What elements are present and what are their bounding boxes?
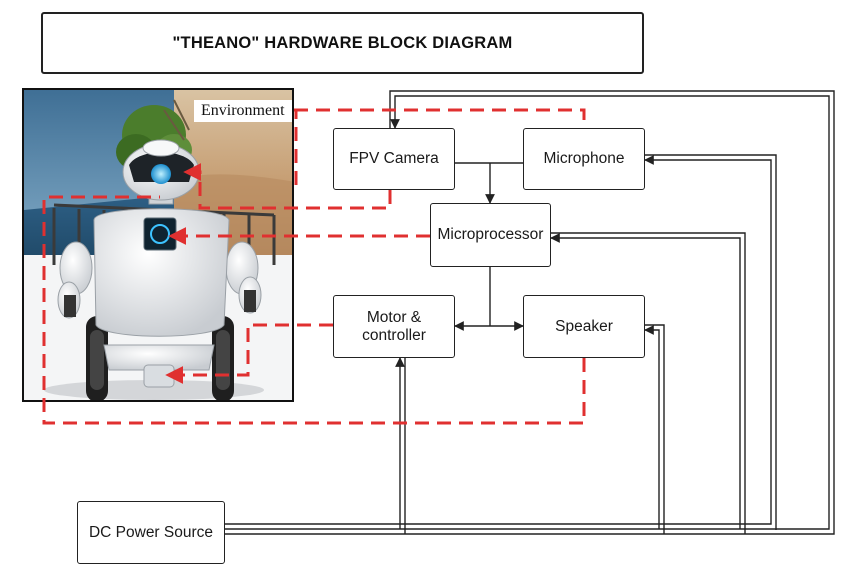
power-line-camera: [225, 95, 830, 530]
microphone-block: Microphone: [523, 128, 645, 190]
robot-illustration: [24, 90, 292, 400]
title-box: "THEANO" HARDWARE BLOCK DIAGRAM: [41, 12, 644, 74]
dc-power-source-label: DC Power Source: [88, 523, 214, 541]
power-line-microprocessor: [550, 233, 741, 529]
robot-head: [122, 139, 200, 201]
motor-label-line2: controller: [362, 326, 426, 344]
microphone-label: Microphone: [543, 150, 625, 168]
camera-eye-icon: [151, 164, 171, 184]
robot-environment-image: Environment: [22, 88, 294, 402]
speaker-label: Speaker: [555, 317, 613, 335]
power-line-microprocessor-inner: [551, 232, 746, 534]
power-line-microphone-inner: [645, 154, 777, 530]
power-line-speaker: [644, 325, 660, 529]
microprocessor-label: Microprocessor: [437, 226, 544, 244]
chest-display: [143, 217, 177, 251]
fpv-camera-block: FPV Camera: [333, 128, 455, 190]
environment-label: Environment: [194, 100, 292, 122]
power-line-microphone: [225, 155, 772, 525]
microprocessor-block: Microprocessor: [430, 203, 551, 267]
speaker-block: Speaker: [523, 295, 645, 358]
power-line-camera-inner: [225, 90, 835, 535]
dc-power-source-block: DC Power Source: [77, 501, 225, 564]
motor-label-line1: Motor &: [366, 308, 422, 326]
fpv-camera-label: FPV Camera: [349, 150, 439, 168]
power-line-speaker-inner: [645, 324, 665, 534]
motor-controller-block: Motor & controller: [333, 295, 455, 358]
diagram-title: "THEANO" HARDWARE BLOCK DIAGRAM: [172, 33, 513, 52]
